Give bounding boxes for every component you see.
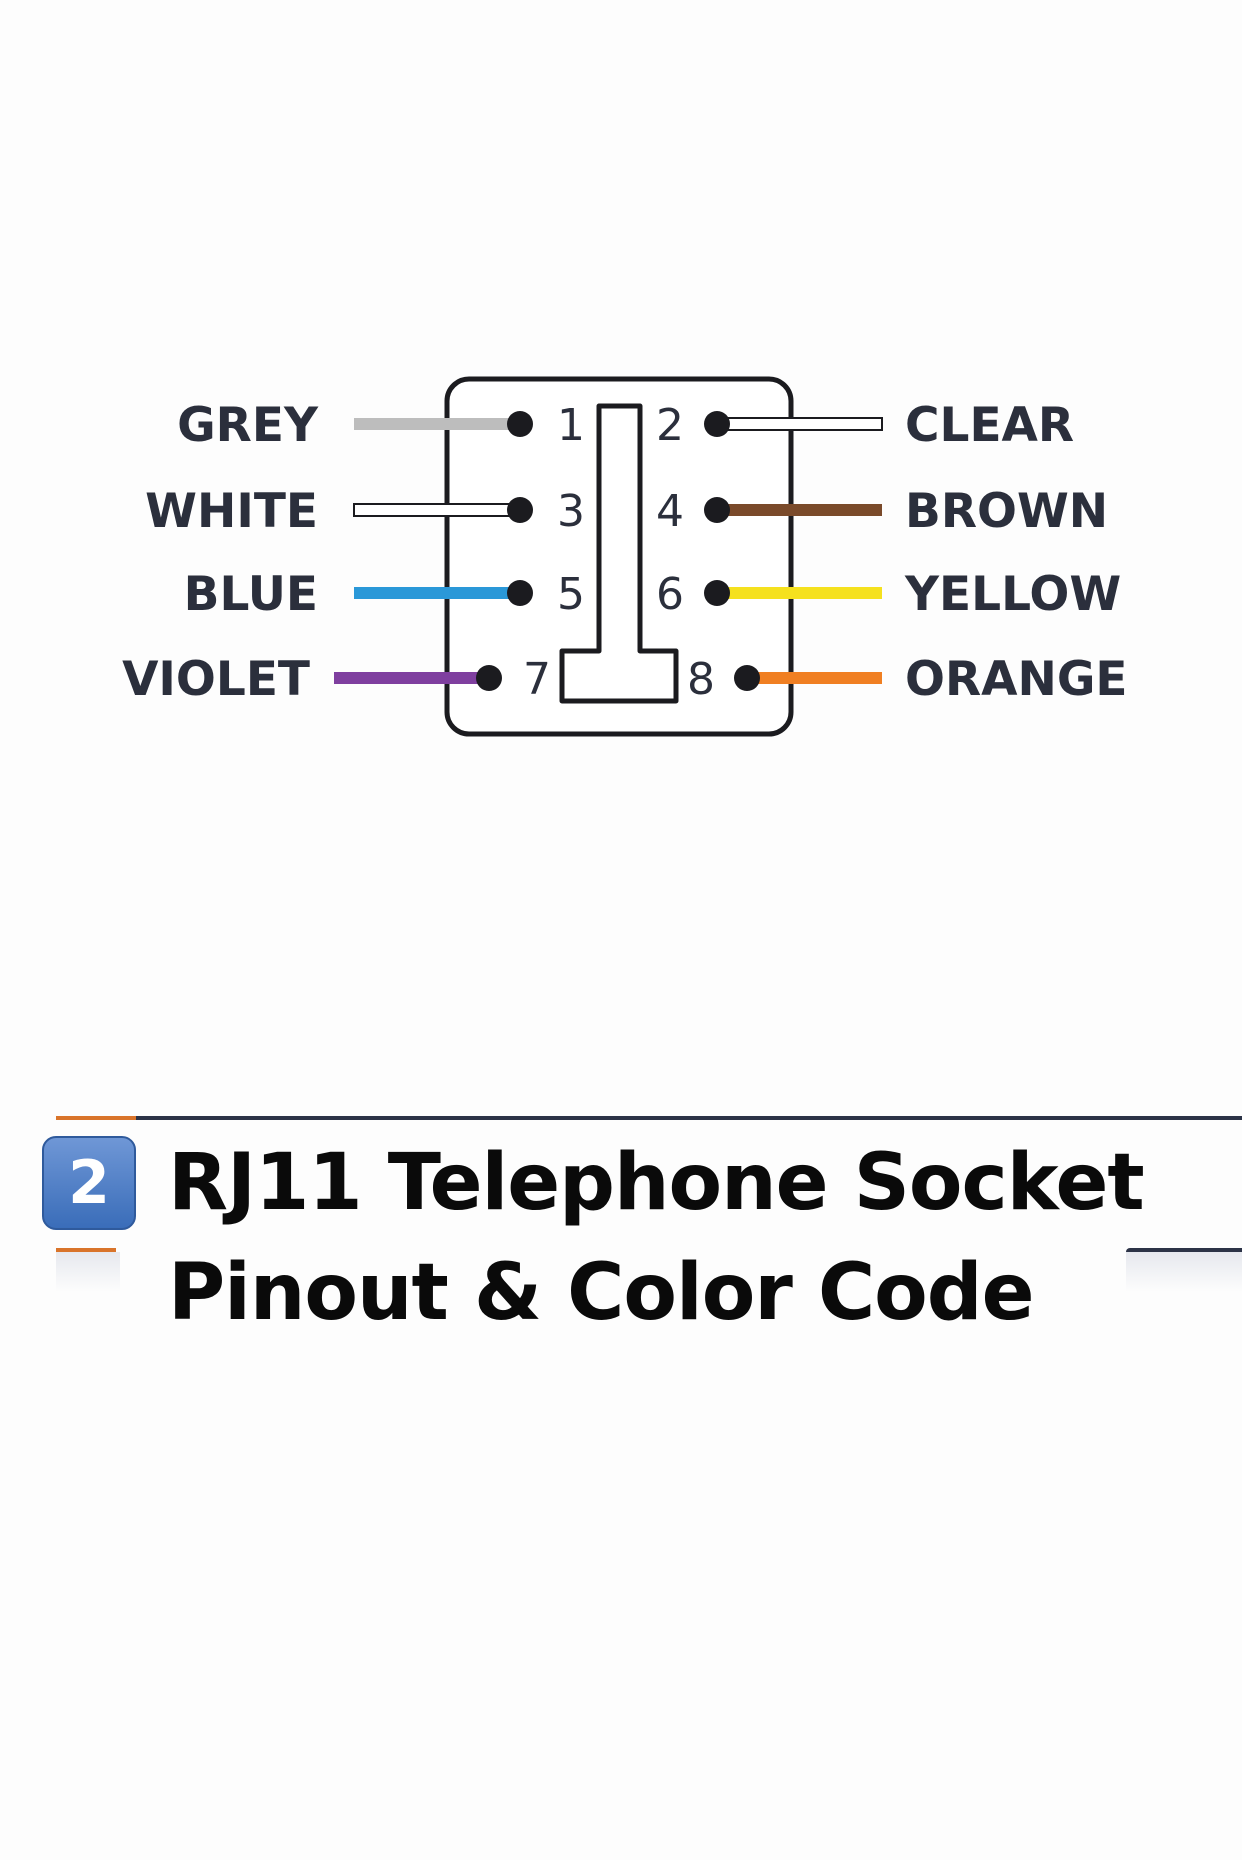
wire-pin-7 (334, 672, 489, 684)
wire-pin-2 (716, 417, 883, 431)
pin-1-contact (507, 411, 533, 437)
pin-4-contact (704, 497, 730, 523)
pin-6-contact (704, 580, 730, 606)
pin-8-number: 8 (687, 654, 715, 705)
wire-pin-1 (354, 418, 520, 430)
rj11-pinout-diagram: 1 GREY 2 CLEAR 3 WHITE 4 BROWN 5 BLUE 6 YELLOW 7 VIOL… (122, 376, 1128, 737)
pin-2-number: 2 (656, 400, 684, 451)
title-shade-left (56, 1252, 120, 1292)
title-line-2: Pinout & Color Code (168, 1248, 1035, 1338)
pin-7-contact (476, 665, 502, 691)
socket-latch (559, 403, 679, 704)
title-rule-top (136, 1116, 1242, 1120)
wire-pin-6 (717, 587, 882, 599)
wire-pin-8 (747, 672, 882, 684)
wire-label-violet: VIOLET (122, 652, 310, 707)
pin-6-number: 6 (656, 569, 684, 620)
pin-3-number: 3 (557, 486, 585, 537)
wire-label-brown: BROWN (905, 484, 1108, 539)
wire-label-grey: GREY (177, 398, 319, 453)
wire-label-white: WHITE (145, 484, 318, 539)
wire-pin-4 (717, 504, 882, 516)
wire-label-blue: BLUE (184, 567, 318, 622)
pin-8-contact (734, 665, 760, 691)
pin-5-number: 5 (557, 569, 585, 620)
pin-4-number: 4 (656, 486, 684, 537)
wire-label-orange: ORANGE (905, 652, 1128, 707)
pin-5-contact (507, 580, 533, 606)
wire-pin-3 (353, 503, 521, 517)
wire-pin-5 (354, 587, 520, 599)
pin-1-number: 1 (557, 400, 585, 451)
title-rule-accent (56, 1116, 136, 1120)
wire-label-clear: CLEAR (905, 398, 1074, 453)
title-block: 2 RJ11 Telephone Socket Pinout & Color C… (0, 1116, 1242, 1356)
pin-7-number: 7 (523, 654, 551, 705)
pin-3-contact (507, 497, 533, 523)
title-rule-bottom (1126, 1248, 1242, 1252)
number-badge: 2 (42, 1136, 136, 1230)
title-shade-right (1126, 1252, 1242, 1292)
title-line-1: RJ11 Telephone Socket (168, 1138, 1145, 1228)
wire-label-yellow: YELLOW (904, 567, 1121, 622)
pin-2-contact (704, 411, 730, 437)
title-rule-accent-bottom (56, 1248, 116, 1252)
